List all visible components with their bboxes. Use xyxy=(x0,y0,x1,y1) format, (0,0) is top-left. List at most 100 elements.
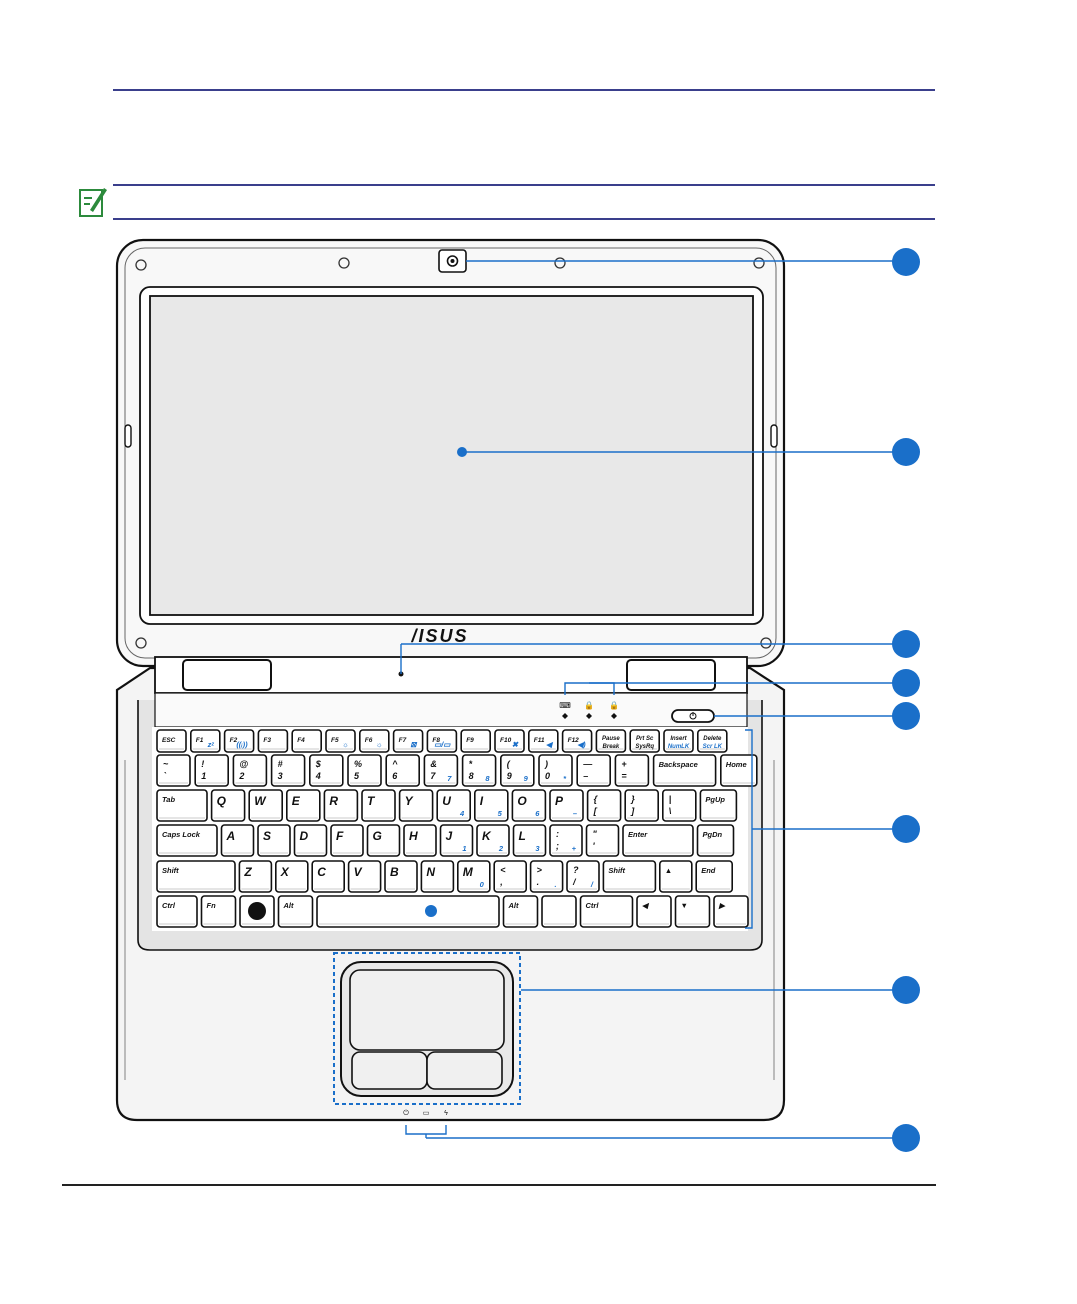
key-ctrl[interactable]: Ctrl xyxy=(156,895,198,928)
key-g[interactable]: G xyxy=(366,824,401,857)
key-esc[interactable]: ESC xyxy=(156,729,187,753)
key-e[interactable]: E xyxy=(285,789,321,822)
key-home[interactable]: Home xyxy=(719,754,758,787)
power-icon[interactable] xyxy=(671,709,715,723)
key-fn[interactable]: Fn xyxy=(200,895,237,928)
key-f[interactable]: F xyxy=(330,824,364,857)
key-f2[interactable]: F2((ᵢ)) xyxy=(223,729,255,753)
key--[interactable]: >.. xyxy=(529,860,564,893)
key-ctrl[interactable]: Ctrl xyxy=(579,895,634,928)
key-r[interactable]: R xyxy=(323,789,359,822)
key--[interactable]: }] xyxy=(624,789,660,822)
svg-text:Enter: Enter xyxy=(628,830,648,839)
key-f6[interactable]: F6☼ xyxy=(358,729,390,753)
key-l[interactable]: L3 xyxy=(512,824,547,857)
key-pgdn[interactable]: PgDn xyxy=(696,824,735,857)
key-5[interactable]: %5 xyxy=(347,754,382,787)
touchpad[interactable] xyxy=(349,969,505,1051)
key-v[interactable]: V xyxy=(347,860,382,893)
key-f3[interactable]: F3 xyxy=(257,729,289,753)
key-caps-lock[interactable]: Caps Lock xyxy=(156,824,218,857)
key-f8[interactable]: F8▭/▭ xyxy=(426,729,458,753)
key-x[interactable]: X xyxy=(274,860,309,893)
key-4[interactable]: $4 xyxy=(308,754,344,787)
key-d[interactable]: D xyxy=(293,824,328,857)
key-1[interactable]: !1 xyxy=(194,754,229,787)
key-shift[interactable]: Shift xyxy=(156,860,236,893)
key-j[interactable]: J1 xyxy=(439,824,474,857)
key-alt[interactable]: Alt xyxy=(277,895,314,928)
key--[interactable]: :;+ xyxy=(549,824,583,857)
callout-badge-4 xyxy=(892,669,920,697)
key--[interactable]: —– xyxy=(576,754,612,787)
key-f4[interactable]: F4 xyxy=(291,729,323,753)
svg-text:((ᵢ)): ((ᵢ)) xyxy=(236,740,248,749)
svg-text:Fn: Fn xyxy=(207,901,217,910)
key-blank[interactable] xyxy=(316,895,500,928)
svg-text:@: @ xyxy=(239,759,248,769)
key-z[interactable]: Z xyxy=(238,860,273,893)
key-6[interactable]: ^6 xyxy=(385,754,421,787)
key-p[interactable]: P– xyxy=(549,789,584,822)
key-c[interactable]: C xyxy=(311,860,346,893)
key--[interactable]: ▶ xyxy=(713,895,749,928)
svg-text:PgDn: PgDn xyxy=(703,830,723,839)
key-o[interactable]: O6 xyxy=(511,789,547,822)
key-b[interactable]: B xyxy=(384,860,418,893)
key--[interactable]: {[ xyxy=(586,789,622,822)
key-end[interactable]: End xyxy=(695,860,734,893)
key-blank[interactable] xyxy=(541,895,577,928)
key-f12[interactable]: F12◀) xyxy=(561,729,593,753)
key-f10[interactable]: F10✖ xyxy=(494,729,525,753)
key-shift[interactable]: Shift xyxy=(602,860,657,893)
key-f11[interactable]: F11◀ xyxy=(527,729,559,753)
key-q[interactable]: Q xyxy=(210,789,246,822)
key-t[interactable]: T xyxy=(361,789,396,822)
key-w[interactable]: W xyxy=(248,789,283,822)
key-3[interactable]: #3 xyxy=(270,754,306,787)
key-y[interactable]: Y xyxy=(398,789,434,822)
touchpad-left-button[interactable] xyxy=(351,1051,428,1090)
key--[interactable]: ◀ xyxy=(636,895,672,928)
key-u[interactable]: U4 xyxy=(436,789,472,822)
key-tab[interactable]: Tab xyxy=(156,789,208,822)
key--[interactable]: ▲ xyxy=(658,860,693,893)
key-pgup[interactable]: PgUp xyxy=(699,789,738,822)
key-h[interactable]: H xyxy=(403,824,437,857)
touchpad-right-button[interactable] xyxy=(426,1051,503,1090)
key-n[interactable]: N xyxy=(420,860,455,893)
key-k[interactable]: K2 xyxy=(476,824,510,857)
svg-text:!: ! xyxy=(201,759,204,769)
key-s[interactable]: S xyxy=(257,824,291,857)
front-status-indicators: ⏻ ▭ ϟ xyxy=(403,1109,448,1117)
key-2[interactable]: @2 xyxy=(232,754,268,787)
key-f9[interactable]: F9 xyxy=(460,729,492,753)
key--[interactable]: ~` xyxy=(156,754,191,787)
key-f7[interactable]: F7⊠ xyxy=(392,729,424,753)
key-alt[interactable]: Alt xyxy=(502,895,539,928)
key--[interactable]: ?// xyxy=(566,860,600,893)
svg-text:4: 4 xyxy=(315,771,321,781)
key-i[interactable]: I5 xyxy=(473,789,509,822)
key--[interactable]: <, xyxy=(493,860,528,893)
key-f5[interactable]: F5☼ xyxy=(325,729,356,753)
key-backspace[interactable]: Backspace xyxy=(652,754,717,787)
key--[interactable]: "' xyxy=(585,824,620,857)
key--[interactable]: += xyxy=(614,754,650,787)
key-m[interactable]: M0 xyxy=(456,860,491,893)
key-enter[interactable]: Enter xyxy=(622,824,694,857)
key--[interactable]: |\ xyxy=(661,789,697,822)
svg-text:W: W xyxy=(254,794,267,808)
key--[interactable]: ▼ xyxy=(674,895,711,928)
key-0[interactable]: )0* xyxy=(538,754,573,787)
key-a[interactable]: A xyxy=(220,824,255,857)
svg-text:E: E xyxy=(292,794,301,808)
